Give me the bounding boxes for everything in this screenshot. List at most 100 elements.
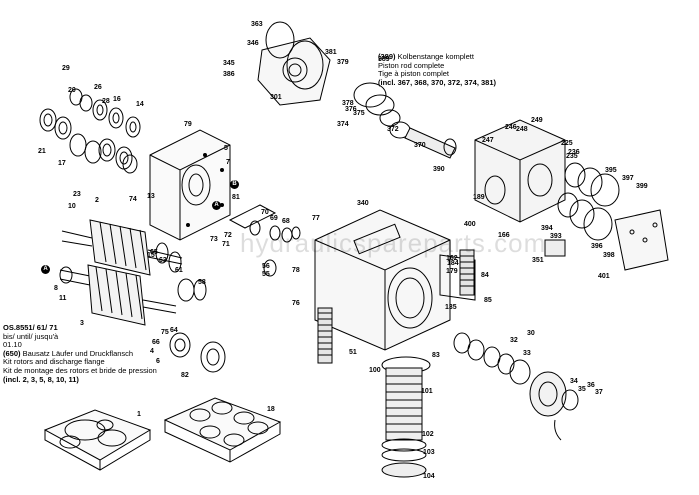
part-label-63: 63 [159,257,167,264]
part-label-14: 14 [136,101,144,108]
part-label-29: 29 [62,65,70,72]
part-label-179: 179 [446,268,458,275]
part-label-23: 23 [73,191,81,198]
part-label-13: 13 [147,193,155,200]
part-label-66: 66 [152,339,160,346]
part-label-249: 249 [531,117,543,124]
part-label-162: 162 [446,255,458,262]
part-label-363: 363 [251,21,263,28]
rotor-kit-model: OS.8551/ 61/ 71 [3,323,58,332]
seal-kit-box-1 [43,409,152,471]
part-label-10: 10 [68,203,76,210]
rotor-kit-date: 01.10 [3,340,22,350]
part-label-351: 351 [532,257,544,264]
part-label-68: 68 [282,218,290,225]
rotor-kit-line-fr: Kit de montage des rotors et bride de pr… [3,365,157,375]
rod-kit-line-de: Kolbenstange komplett [397,52,474,61]
rotor-kit-ref: (650) [3,348,21,358]
part-label-69: 69 [270,215,278,222]
part-label-6: 6 [156,358,160,365]
rotor-bearings [59,242,226,373]
part-label-61: 61 [175,267,183,274]
rod-kit-note: (389) Kolbenstange komplett Piston rod c… [378,52,497,87]
part-label-189: 189 [473,194,485,201]
part-label-15: 15 [147,252,155,259]
part-label-184: 184 [447,260,459,267]
watermark: hydraulicspareparts.com [240,228,547,258]
part-label-65: 65 [150,249,158,256]
part-label-33: 33 [523,350,531,357]
rod-kit-ref: (389) [378,52,396,61]
part-label-51: 51 [349,349,357,356]
part-label-76: 76 [292,300,300,307]
part-label-84: 84 [481,272,489,279]
part-label-17: 17 [58,160,66,167]
seal-kit-box-2 [163,397,282,463]
part-label-397: 397 [622,175,634,182]
rod-kit-line-en: Piston rod complete [378,60,445,70]
rotor-kit-line-de: Bausatz Läufer und Druckflansch [22,348,134,358]
part-label-81: 81 [232,194,240,201]
rod-kit-includes: (incl. 367, 368, 370, 372, 374, 381) [378,77,497,87]
part-label-85: 85 [484,297,492,304]
oil-filter [381,356,431,478]
part-label-104: 104 [423,473,435,480]
part-label-18: 18 [267,406,275,413]
part-label-77: 77 [312,215,320,222]
part-label-11: 11 [59,295,67,302]
part-label-74: 74 [129,196,137,203]
part-label-396: 396 [591,243,603,250]
filter-elements [317,249,475,364]
part-label-36: 36 [587,382,595,389]
part-label-301: 301 [270,94,282,101]
part-label-393: 393 [550,233,562,240]
male-rotor [59,264,177,326]
piston-rod-assembly [353,82,457,159]
part-label-72: 72 [224,232,232,239]
part-label-390: 390 [433,166,445,173]
part-label-386: 386 [223,71,235,78]
marker-b: B [230,180,239,189]
part-label-75: 75 [161,329,169,336]
cover-plate [257,21,331,106]
part-label-58: 58 [198,279,206,286]
part-label-30: 30 [527,330,535,337]
female-rotor [61,219,183,276]
part-label-28: 28 [102,98,110,105]
part-label-395: 395 [605,167,617,174]
part-label-376: 376 [345,106,357,113]
part-label-71: 71 [222,241,230,248]
part-label-394: 394 [541,225,553,232]
part-label-4: 4 [150,348,154,355]
part-label-78: 78 [292,267,300,274]
part-label-82: 82 [181,372,189,379]
part-label-35: 35 [578,386,586,393]
rod-kit-line-fr: Tige à piston complet [378,69,450,79]
part-label-399: 399 [636,183,648,190]
part-label-26: 26 [94,84,102,91]
part-label-345: 345 [223,60,235,67]
part-label-8: 8 [54,285,58,292]
part-label-37: 37 [595,389,603,396]
part-label-56: 56 [262,263,270,270]
bearing-stack-left-2 [92,99,141,174]
part-label-247: 247 [482,137,494,144]
part-label-372: 372 [387,126,399,133]
part-label-5: 5 [224,145,228,152]
part-label-34: 34 [570,378,578,385]
part-label-235: 235 [566,153,578,160]
part-label-346: 346 [247,40,259,47]
part-label-401: 401 [598,273,610,280]
main-housing [314,209,476,351]
part-label-7: 7 [226,159,230,166]
bearing-flange [149,129,231,241]
part-label-20: 20 [68,87,76,94]
marker-a: A [41,265,50,274]
part-label-70: 70 [261,209,269,216]
part-label-236: 236 [568,149,580,156]
part-label-340: 340 [357,200,369,207]
part-label-103: 103 [423,449,435,456]
part-label-246: 246 [505,124,517,131]
